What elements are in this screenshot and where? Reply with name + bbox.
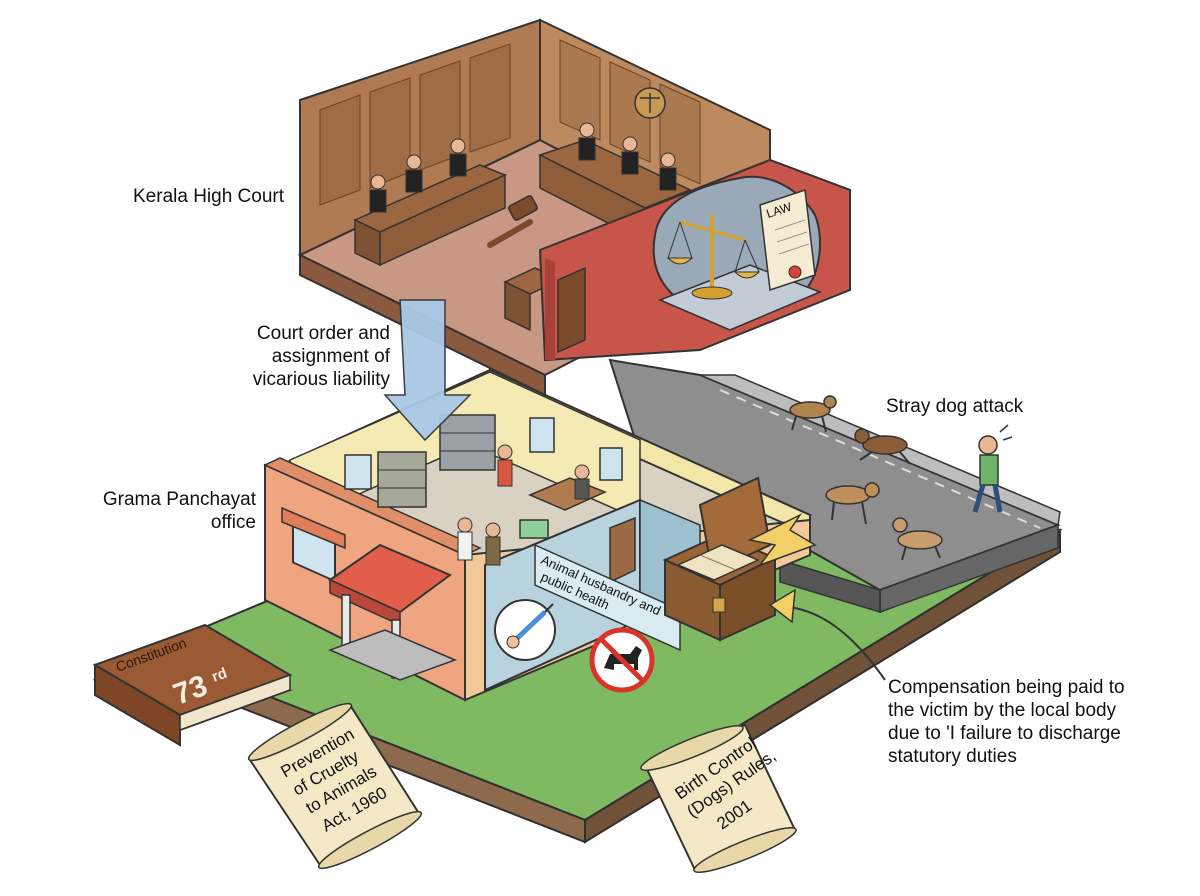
dog-icon [825, 482, 880, 525]
dog-icon [789, 395, 837, 433]
label-kerala-high-court: Kerala High Court [133, 186, 285, 207]
label-court-order-line3: vicarious liability [252, 369, 390, 390]
compensation-chest [662, 476, 778, 642]
scales-of-justice-icon [666, 215, 761, 300]
stray-dogs [789, 395, 943, 561]
label-grama-panchayat: Grama Panchayat office [60, 488, 256, 534]
birth-control-rules-scroll: Birth Control (Dogs) Rules, 2001 [640, 723, 797, 873]
court-order-arrow [383, 299, 472, 442]
compensation-arrow [747, 513, 886, 681]
label-grama-panchayat-line2: office [210, 512, 256, 533]
law-scroll: LAW [759, 188, 816, 292]
label-compensation: Compensation being paid to the victim by… [888, 676, 1188, 768]
road [608, 358, 1061, 614]
dog-icon [854, 428, 911, 465]
victim-person [972, 424, 1013, 513]
dog-icon [892, 517, 943, 561]
label-grama-panchayat-line1: Grama Panchayat [102, 489, 256, 510]
label-stray-dog-attack: Stray dog attack [886, 396, 1024, 417]
label-compensation-line2: the victim by the local body [888, 700, 1117, 721]
label-compensation-line1: Compensation being paid to [888, 677, 1125, 698]
label-compensation-line3: due to 'I failure to discharge [888, 723, 1121, 744]
label-court-order-line2: assignment of [271, 346, 390, 367]
label-court-order-line1: Court order and [256, 323, 390, 344]
gavel-icon [487, 195, 538, 248]
label-court-order: Court order and assignment of vicarious … [200, 322, 390, 391]
prevention-of-cruelty-scroll: Prevention of Cruelty to Animals Act, 19… [247, 702, 423, 870]
label-compensation-line4: statutory duties [888, 746, 1017, 767]
constitution-suffix: rd [210, 665, 230, 686]
